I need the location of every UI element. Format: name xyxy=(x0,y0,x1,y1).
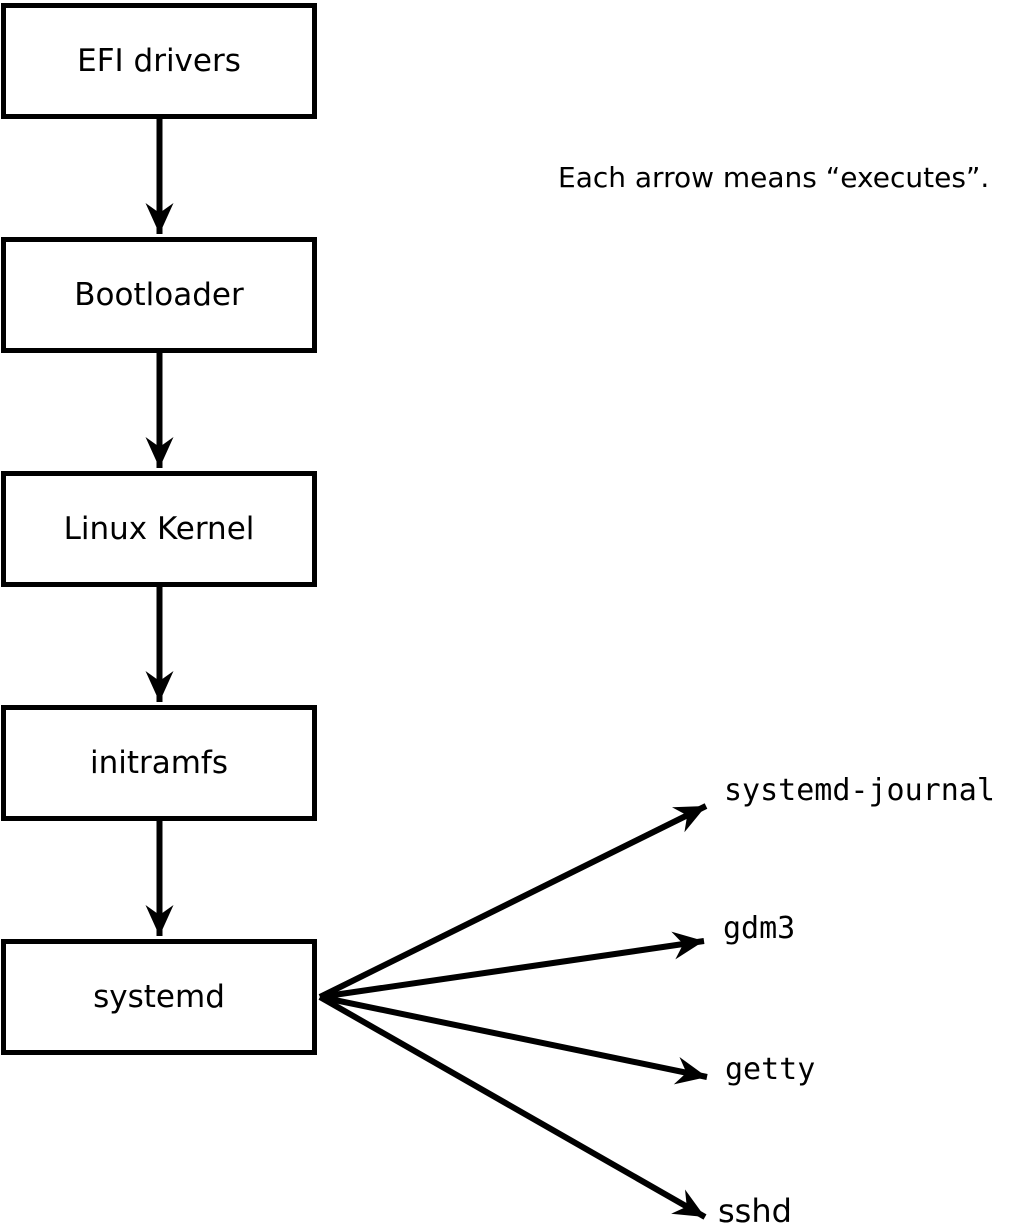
box-linux-kernel-label: Linux Kernel xyxy=(63,511,255,547)
arrow-systemd-to-sshd xyxy=(318,994,707,1220)
box-efi-drivers: EFI drivers xyxy=(1,3,317,119)
arrow-systemd-to-journal xyxy=(318,803,708,1000)
target-label-gdm3: gdm3 xyxy=(723,911,796,946)
box-efi-drivers-label: EFI drivers xyxy=(77,43,241,79)
legend-note: Each arrow means “executes”. xyxy=(558,161,990,194)
box-bootloader: Bootloader xyxy=(1,237,317,353)
box-linux-kernel: Linux Kernel xyxy=(1,471,317,587)
target-label-getty: getty xyxy=(725,1052,816,1087)
arrow-systemd-to-gdm3 xyxy=(319,931,705,1000)
arrow-systemd-to-getty xyxy=(319,994,708,1085)
box-bootloader-label: Bootloader xyxy=(74,277,244,313)
box-initramfs: initramfs xyxy=(1,705,317,821)
box-initramfs-label: initramfs xyxy=(89,745,229,781)
target-label-systemd-journal: systemd-journal xyxy=(724,773,995,808)
box-systemd: systemd xyxy=(1,939,317,1055)
box-systemd-label: systemd xyxy=(93,979,225,1015)
target-label-sshd: sshd xyxy=(718,1192,792,1230)
